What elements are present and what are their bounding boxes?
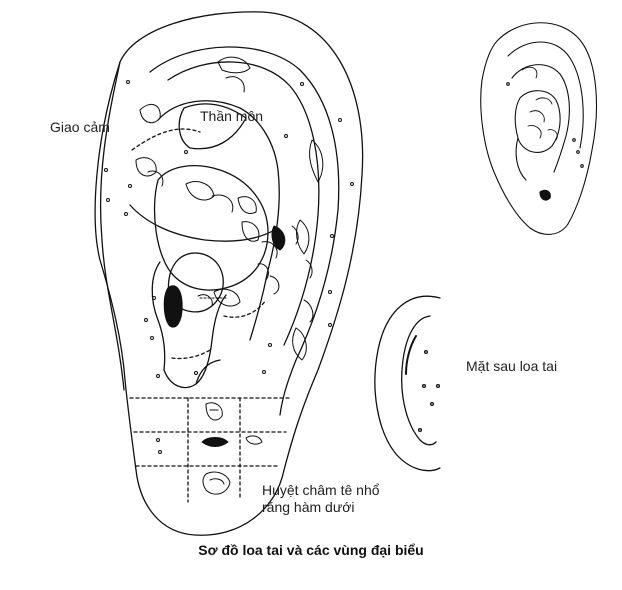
main-ear: [94, 11, 364, 536]
small-ear-concha: [514, 90, 561, 153]
concha-dashed: [171, 349, 211, 360]
intertragic-notch: [195, 359, 221, 385]
back-ear-inner: [401, 315, 437, 446]
back-ear: [374, 295, 441, 472]
label-huyet-line2: răng hàm dưới: [262, 499, 355, 515]
lobule-sketches: [201, 402, 263, 495]
organ-sketches: [135, 56, 324, 361]
small-ear-outline: [497, 22, 598, 225]
inner-dashed: [223, 299, 267, 318]
cymba-fold: [129, 204, 279, 242]
back-ear-outline: [374, 295, 441, 472]
tragus: [151, 261, 166, 371]
back-ear-ridge: [405, 335, 417, 375]
meatus-spot: [163, 285, 183, 328]
small-ear-helix: [507, 41, 584, 149]
label-huyet-line1: Huyệt châm tê nhổ: [262, 482, 380, 498]
helix-inner-2: [167, 61, 320, 346]
antihelix: [157, 100, 280, 341]
label-huyet-cham-te: Huyệt châm tê nhổ răng hàm dưới: [262, 482, 380, 516]
label-giao-cam: Giao cảm: [50, 119, 110, 135]
label-than-mon: Thần môn: [200, 108, 264, 124]
figure-caption: Sơ đồ loa tai và các vùng đại biểu: [198, 542, 424, 558]
concha: [153, 165, 269, 291]
small-ear-antihelix: [511, 64, 570, 173]
point-markers: [104, 80, 354, 454]
small-ear-lobe: [480, 39, 569, 235]
lobule-grid: [129, 397, 291, 503]
scapha-dashed: [131, 128, 201, 151]
small-ear-meatus: [539, 189, 551, 201]
ear-outline: [94, 11, 364, 536]
helix-inner: [149, 46, 340, 416]
small-ear: [480, 22, 598, 235]
label-mat-sau-loa-tai: Mặt sau loa tai: [466, 358, 558, 374]
small-ear-tragus: [515, 137, 527, 181]
ear-front-edge: [99, 61, 125, 391]
triangular-fossa: [178, 103, 247, 150]
